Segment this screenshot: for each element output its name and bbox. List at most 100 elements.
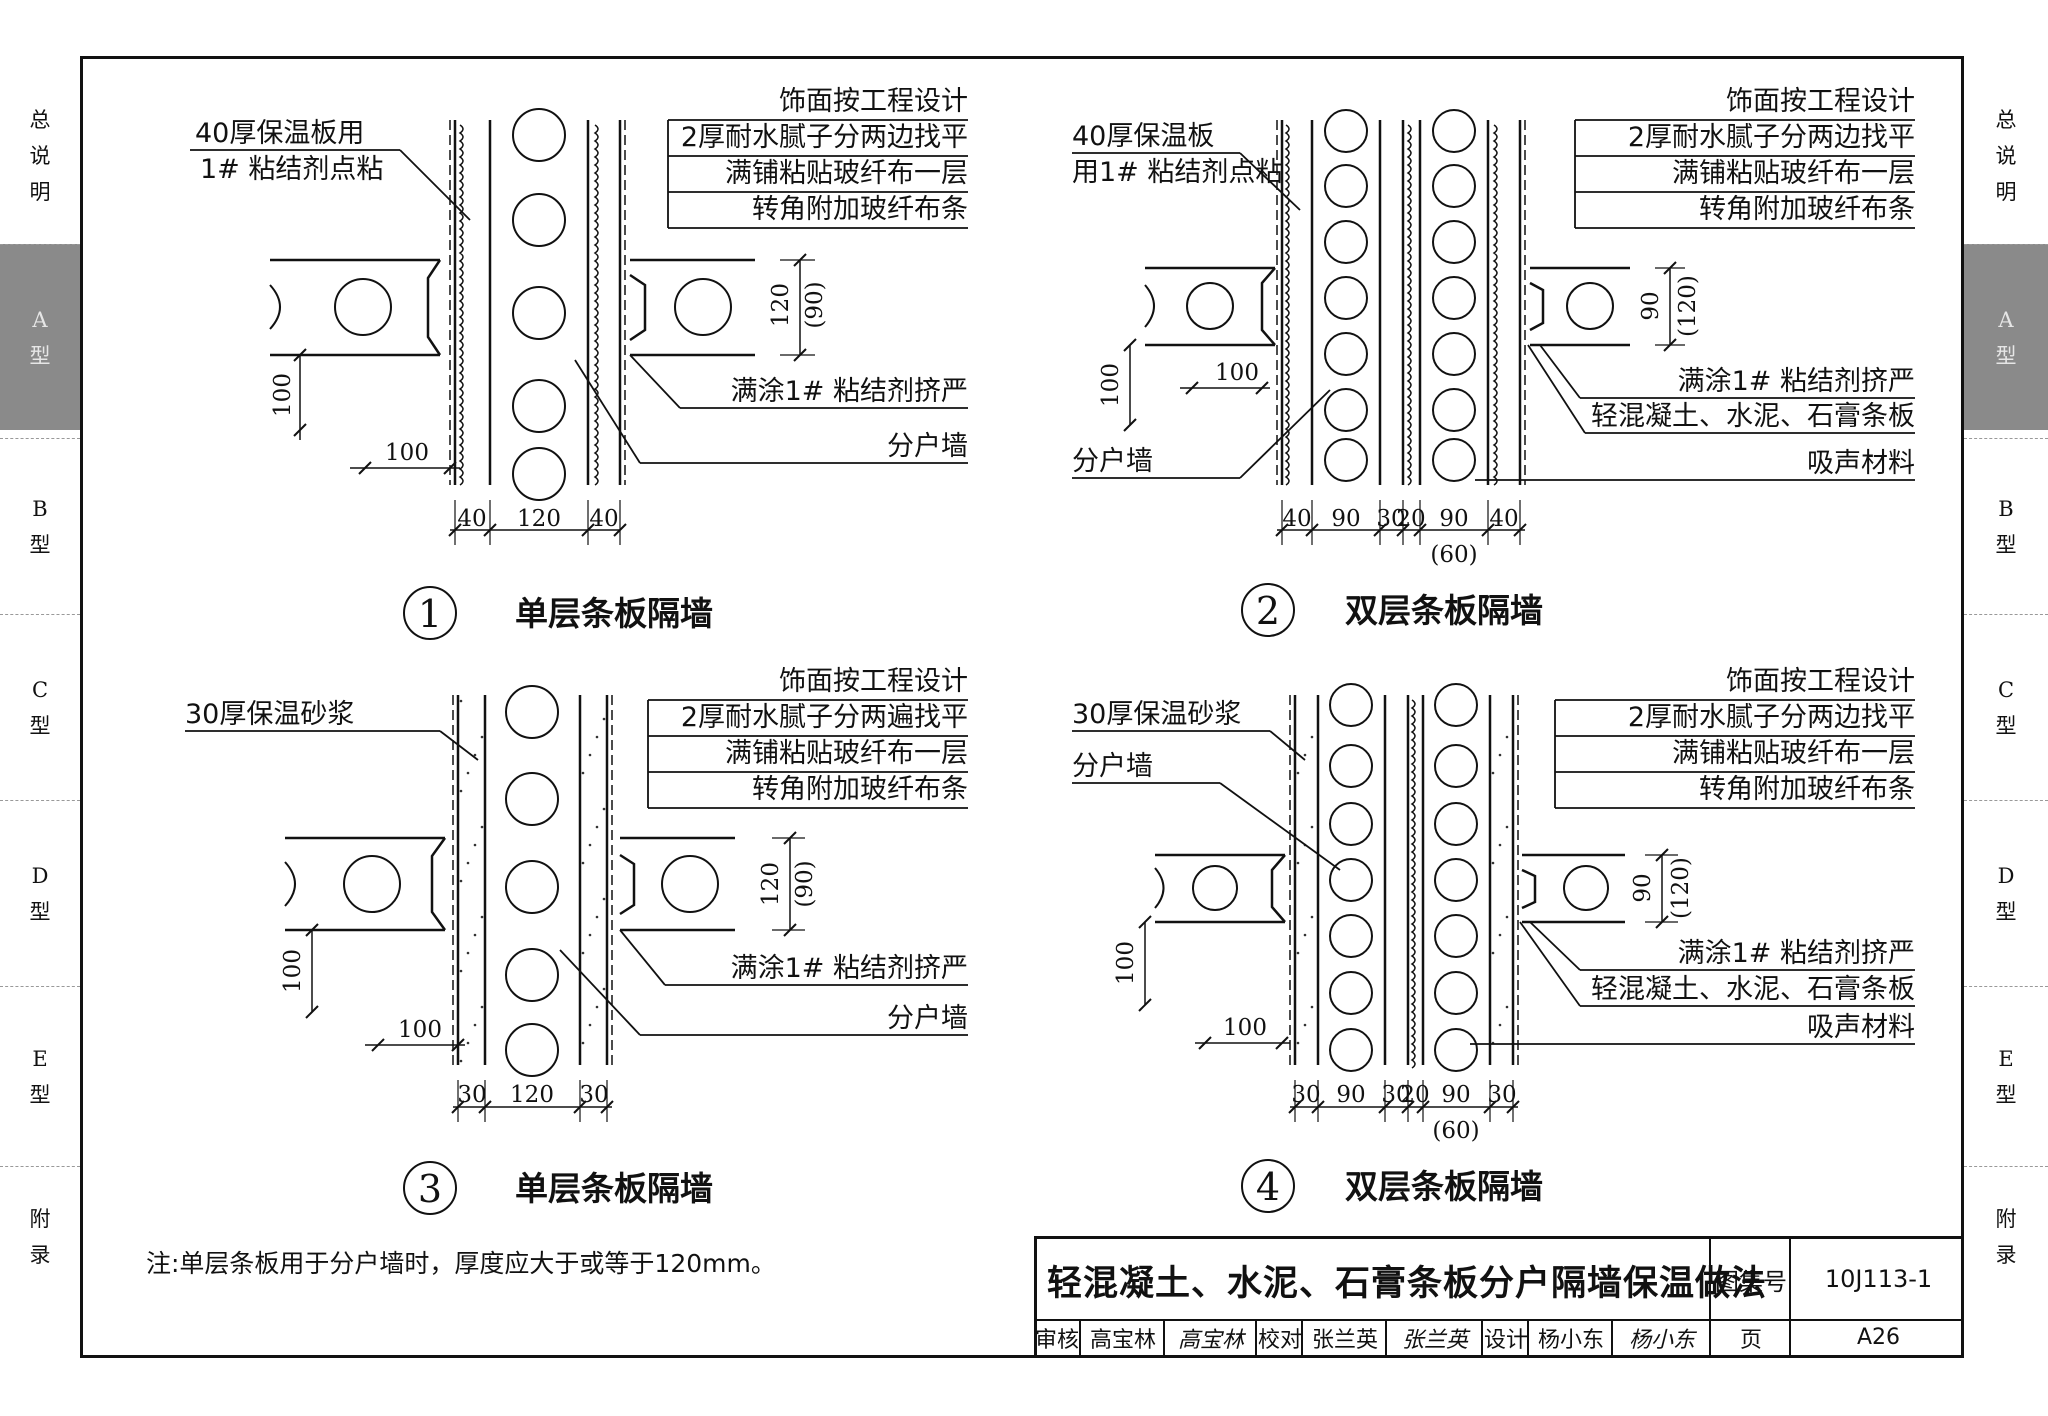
label-right: 轻混凝土、水泥、石膏条板 (1591, 974, 1915, 1005)
core-hole (512, 379, 566, 433)
label-right: 满涂1# 粘结剂挤严 (1678, 366, 1915, 397)
partition-joint (430, 837, 447, 931)
leader-line (439, 730, 479, 761)
mortar-dot (1498, 753, 1502, 757)
dim-value: 40 (457, 506, 486, 532)
core-hole (505, 860, 559, 914)
label-right: 2厚耐水腻子分两边找平 (1628, 122, 1915, 153)
core-hole (1329, 802, 1373, 846)
core-hole (284, 861, 296, 907)
mortar-dot (588, 753, 592, 757)
core-hole (1329, 683, 1373, 727)
label-right: 转角附加玻纤布条 (752, 774, 968, 805)
dimension-tick (305, 1005, 319, 1019)
leader-line (629, 354, 681, 409)
label-right: 满铺粘贴玻纤布一层 (725, 158, 968, 189)
section-tab[interactable]: 总说明 (29, 108, 51, 204)
mortar-dot (1310, 825, 1314, 829)
dim-value: (90) (792, 860, 818, 907)
atlas-label: 图集号 (1709, 1239, 1791, 1319)
core-hole (1324, 388, 1368, 432)
dimension-tick (1123, 418, 1137, 432)
dimension-tick (600, 1100, 614, 1114)
partition-joint (1529, 281, 1545, 332)
dimension-tick (1255, 381, 1269, 395)
leader-line (1529, 921, 1581, 971)
core-hole (512, 193, 566, 247)
label-right: 满铺粘贴玻纤布一层 (1672, 158, 1915, 189)
label-right: 2厚耐水腻子分两边找平 (681, 122, 968, 153)
mortar-dot (480, 1005, 484, 1009)
label-left: 30厚保温砂浆 (185, 699, 354, 730)
dim-value: 30 (579, 1082, 608, 1108)
mortar-dot (1310, 1005, 1314, 1009)
label-right: 吸声材料 (1807, 1012, 1915, 1043)
review-signature: 高宝林 (1163, 1319, 1257, 1356)
core-hole (505, 1023, 559, 1077)
leader-line (574, 359, 641, 464)
dimension-tick (1373, 523, 1387, 537)
dim-value: 100 (398, 1017, 442, 1043)
core-hole (512, 108, 566, 162)
dimension-tick (1506, 1100, 1520, 1114)
core-hole (1329, 744, 1373, 788)
dim-value: 30 (1487, 1082, 1516, 1108)
core-hole (1192, 865, 1238, 911)
label-right: 转角附加玻纤布条 (1699, 194, 1915, 225)
detail-number: 4 (1256, 1165, 1280, 1209)
leader-line (1219, 782, 1341, 871)
detail-number: 3 (418, 1167, 442, 1211)
mortar-dot (1303, 753, 1307, 757)
design-name: 杨小东 (1527, 1319, 1613, 1356)
mortar-dot (1296, 861, 1300, 865)
dimension-tick (293, 423, 307, 437)
section-tab[interactable]: 附录 (1964, 1166, 2048, 1306)
dim-value: (120) (1668, 857, 1694, 919)
dim-value: 40 (589, 506, 618, 532)
detail-number-circle (1241, 583, 1295, 637)
dim-value: 30 (1291, 1082, 1320, 1108)
title-block: 轻混凝土、水泥、石膏条板分户隔墙保温做法 图集号 10J113-1 审核 高宝林… (1034, 1236, 1964, 1356)
leader-line (1519, 921, 1581, 1007)
mortar-dot (595, 825, 599, 829)
mortar-dot (466, 771, 470, 775)
detail-title: 双层条板隔墙 (1345, 1167, 1543, 1206)
mortar-dot (1303, 933, 1307, 937)
insulation-hatch (1284, 124, 1290, 486)
label-left: 分户墙 (1072, 751, 1153, 782)
dimension-tick (1275, 1036, 1289, 1050)
section-tab[interactable]: 总说明 (1995, 108, 2017, 204)
label-left: 分户墙 (1072, 446, 1153, 477)
dimension-tick (1305, 523, 1319, 537)
leader-line (619, 929, 666, 986)
section-tab[interactable]: 附录 (0, 1166, 80, 1306)
mortar-dot (602, 897, 606, 901)
label-right: 轻混凝土、水泥、石膏条板 (1591, 401, 1915, 432)
partition-joint (1260, 267, 1276, 346)
core-hole (1434, 683, 1478, 727)
label-right: 满铺粘贴玻纤布一层 (1672, 738, 1915, 769)
dim-value: 20 (1400, 1082, 1429, 1108)
dim-value: 30 (1381, 1082, 1410, 1108)
mortar-dot (1296, 951, 1300, 955)
partition-joint (619, 853, 636, 916)
core-hole (1432, 164, 1476, 208)
leader-line (1539, 344, 1581, 399)
core-hole (1324, 276, 1368, 320)
insulation-hatch (593, 124, 599, 486)
mortar-dot (1505, 735, 1509, 739)
core-hole (512, 286, 566, 340)
core-hole (343, 855, 401, 913)
leader-line (1527, 344, 1586, 434)
